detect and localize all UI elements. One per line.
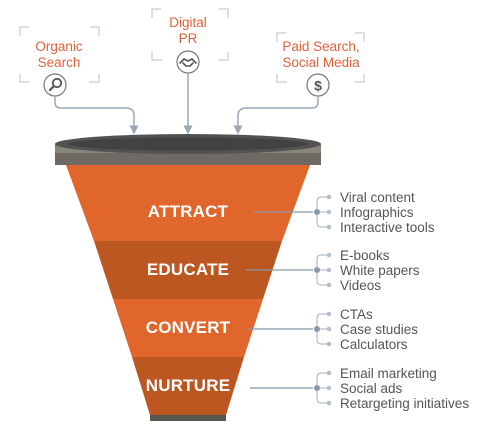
item-bullet xyxy=(326,282,332,288)
list-item: CTAs xyxy=(340,307,373,322)
item-bullet xyxy=(326,252,332,258)
tree-attract: Viral content Infographics Interactive t… xyxy=(254,190,435,235)
item-bullet xyxy=(326,311,332,317)
source-label-line: Paid Search, xyxy=(282,39,359,54)
connector-arrow xyxy=(54,96,139,135)
source-organic-search: Organic Search xyxy=(19,26,100,97)
stage-label-educate: EDUCATE xyxy=(147,260,229,279)
handshake-icon xyxy=(176,50,200,74)
list-item: Social ads xyxy=(340,381,403,396)
stage-label-attract: ATTRACT xyxy=(148,202,229,221)
list-item: Viral content xyxy=(340,190,415,205)
bracket-node xyxy=(314,267,320,273)
list-item: Email marketing xyxy=(340,366,437,381)
tree-convert: CTAs Case studies Calculators xyxy=(248,307,418,352)
item-bullet xyxy=(326,194,332,200)
funnel-section-nurture xyxy=(132,357,244,415)
funnel-section-educate xyxy=(94,241,282,299)
list-item: Interactive tools xyxy=(340,220,435,235)
tree-educate: E-books White papers Videos xyxy=(246,248,420,293)
tree-nurture: Email marketing Social ads Retargeting i… xyxy=(250,366,469,411)
list-item: Infographics xyxy=(340,205,414,220)
item-bullet xyxy=(326,385,332,391)
source-label-line: Social Media xyxy=(282,55,360,70)
search-icon xyxy=(43,73,67,97)
connector-arrow xyxy=(233,96,319,135)
stage-label-convert: CONVERT xyxy=(146,318,231,337)
item-bullet xyxy=(326,267,332,273)
item-bullet xyxy=(326,224,332,230)
source-paid-search: Paid Search, Social Media $ xyxy=(276,32,365,97)
funnel-section-attract xyxy=(66,165,310,241)
source-label-line: Digital xyxy=(169,15,207,30)
item-bullet xyxy=(326,341,332,347)
item-bullet xyxy=(326,326,332,332)
source-label-line: PR xyxy=(179,31,198,46)
list-item: Case studies xyxy=(340,322,418,337)
source-label-line: Organic xyxy=(35,39,83,54)
list-item: Calculators xyxy=(340,337,408,352)
source-label-line: Search xyxy=(38,55,81,70)
funnel-spout xyxy=(150,415,226,421)
item-bullet xyxy=(326,370,332,376)
bracket-node xyxy=(314,326,320,332)
list-item: E-books xyxy=(340,248,390,263)
dollar-icon: $ xyxy=(306,73,330,97)
stage-label-nurture: NURTURE xyxy=(146,376,231,395)
svg-text:$: $ xyxy=(314,78,322,94)
item-bullet xyxy=(326,209,332,215)
item-bullet xyxy=(326,400,332,406)
funnel-section-convert xyxy=(113,299,263,357)
bracket-node xyxy=(314,385,320,391)
list-item: Videos xyxy=(340,278,381,293)
source-digital-pr: Digital PR xyxy=(151,8,229,74)
funnel-rim xyxy=(55,134,321,165)
bracket-node xyxy=(314,209,320,215)
list-item: White papers xyxy=(340,263,420,278)
list-item: Retargeting initiatives xyxy=(340,396,469,411)
